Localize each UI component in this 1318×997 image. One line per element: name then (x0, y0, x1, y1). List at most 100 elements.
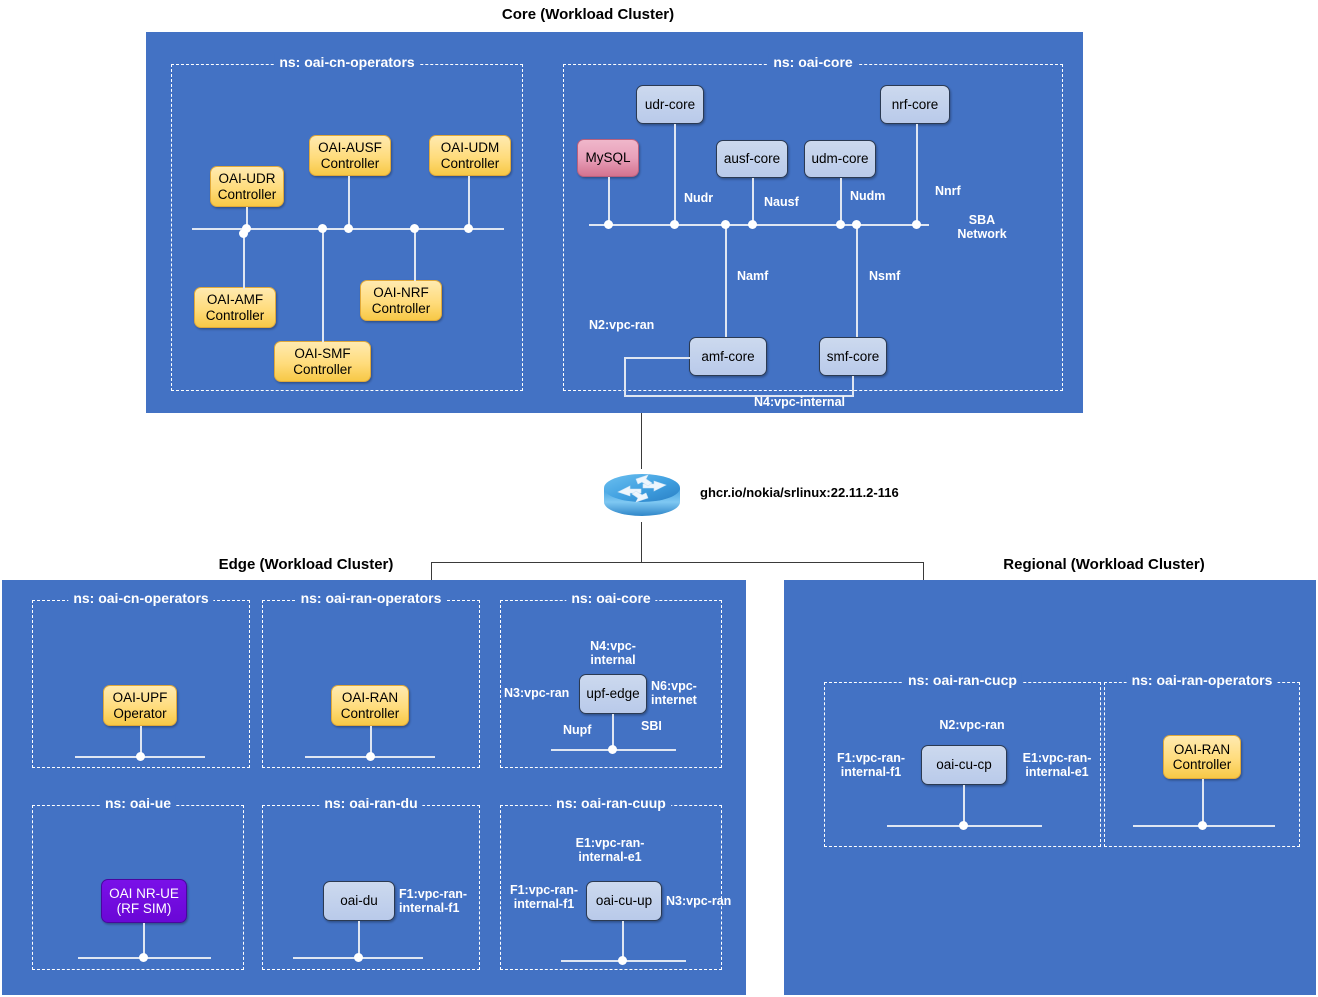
node-oai-amf-controller[interactable]: OAI-AMF Controller (194, 287, 276, 328)
edge-ns-oai-ran-du: ns: oai-ran-du oai-du F1:vpc-ran- intern… (262, 795, 480, 970)
node-label: OAI-RAN Controller (340, 690, 400, 721)
udm-controller-link (468, 176, 470, 229)
label-n6-vpc-internet-edge: N6:vpc- internet (651, 679, 697, 708)
node-label: udm-core (811, 151, 869, 167)
edge-ns-oai-ran-cuup: ns: oai-ran-cuup E1:vpc-ran- internal-e1… (500, 795, 731, 970)
node-oai-udr-controller[interactable]: OAI-UDR Controller (210, 166, 284, 207)
n4-smf-drop (852, 376, 854, 396)
nrf-controller-link (414, 230, 416, 281)
node-label: OAI-UDM Controller (440, 140, 500, 171)
bus-dot (366, 752, 375, 761)
bus-dot (670, 220, 679, 229)
node-upf-edge[interactable]: upf-edge (579, 674, 647, 714)
namf-link (725, 224, 727, 338)
bus-dot (608, 745, 617, 754)
node-oai-cu-up[interactable]: oai-cu-up (586, 881, 662, 921)
label-nsmf: Nsmf (869, 269, 901, 283)
upf-operator-link (140, 726, 142, 755)
node-oai-ausf-controller[interactable]: OAI-AUSF Controller (309, 135, 391, 176)
bus-dot (959, 821, 968, 830)
bus-dot (354, 953, 363, 962)
bus-dot (464, 224, 473, 233)
node-oai-cu-cp[interactable]: oai-cu-cp (921, 745, 1007, 785)
amf-controller-link (243, 231, 245, 289)
n2-horizontal (624, 357, 690, 359)
node-oai-ran-controller-regional[interactable]: OAI-RAN Controller (1163, 735, 1241, 779)
mysql-link (608, 177, 610, 225)
core-to-router-line (641, 413, 643, 469)
label-n4-vpc-internal-edge: N4:vpc- internal (590, 639, 636, 668)
core-cluster-title: Core (Workload Cluster) (501, 6, 675, 23)
label-n3-vpc-ran-cuup: N3:vpc-ran (666, 894, 732, 908)
router-to-edge-line (431, 562, 433, 581)
bus-dot (618, 956, 627, 965)
ns-label-oai-ue: ns: oai-ue (99, 795, 177, 811)
smf-controller-link (322, 229, 324, 342)
node-label: smf-core (826, 348, 880, 364)
bus-dot (239, 229, 248, 238)
bus-dot (912, 220, 921, 229)
ns-label-edge-core: ns: oai-core (566, 590, 656, 606)
ran-controller-link (370, 726, 372, 755)
bus-dot (836, 220, 845, 229)
label-nudm: Nudm (850, 189, 886, 203)
label-e1-vpc-ran-internal-e1-cuup: E1:vpc-ran- internal-e1 (575, 836, 645, 865)
node-ausf-core[interactable]: ausf-core (716, 140, 788, 178)
node-amf-core[interactable]: amf-core (689, 337, 767, 376)
nrf-core-link (916, 124, 918, 225)
node-oai-nr-ue[interactable]: OAI NR-UE (RF SIM) (101, 879, 187, 923)
node-udr-core[interactable]: udr-core (636, 85, 704, 124)
label-n2-vpc-ran-cucp: N2:vpc-ran (939, 718, 1005, 732)
node-label: ausf-core (723, 151, 781, 167)
node-label: OAI-AUSF Controller (318, 140, 382, 171)
node-oai-upf-operator[interactable]: OAI-UPF Operator (103, 685, 177, 726)
node-label: oai-du (340, 893, 378, 909)
node-label: OAI-SMF Controller (293, 346, 352, 377)
node-oai-udm-controller[interactable]: OAI-UDM Controller (429, 135, 511, 176)
sba-bus (589, 224, 929, 226)
udr-controller-link (246, 207, 248, 229)
bus-dot (604, 220, 613, 229)
regional-ns-oai-ran-operators: ns: oai-ran-operators OAI-RAN Controller (1104, 672, 1300, 847)
node-oai-du[interactable]: oai-du (323, 881, 395, 921)
node-label: udr-core (644, 96, 696, 112)
bus-dot (748, 220, 757, 229)
router-to-regional-line (923, 562, 925, 581)
oai-cu-cp-link (963, 785, 965, 824)
n2-vertical (624, 357, 626, 395)
edge-ns-oai-core: ns: oai-core N4:vpc- internal N3:vpc-ran… (500, 590, 722, 768)
bus-dot (1198, 821, 1207, 830)
node-nrf-core[interactable]: nrf-core (880, 85, 950, 124)
node-oai-smf-controller[interactable]: OAI-SMF Controller (274, 341, 371, 382)
label-n4-vpc-internal: N4:vpc-internal (754, 395, 845, 409)
node-udm-core[interactable]: udm-core (804, 140, 876, 178)
bus-dot (242, 224, 251, 233)
node-label: OAI-UDR Controller (217, 171, 277, 202)
node-label: oai-cu-cp (936, 757, 992, 773)
n4-horizontal (624, 395, 854, 397)
ausf-core-link (752, 178, 754, 225)
core-ns-oai-cn-operators: ns: oai-cn-operators OAI-UDR Controller … (171, 54, 523, 391)
label-namf: Namf (737, 269, 769, 283)
edge-cluster-panel: ns: oai-cn-operators OAI-UPF Operator ns… (2, 580, 746, 995)
edge-ns-oai-ran-operators: ns: oai-ran-operators OAI-RAN Controller (262, 590, 480, 768)
bus-dot (852, 220, 861, 229)
node-label: OAI-AMF Controller (205, 292, 265, 323)
node-label: nrf-core (891, 96, 939, 112)
regional-cluster-title: Regional (Workload Cluster) (1003, 556, 1205, 573)
node-mysql[interactable]: MySQL (577, 139, 639, 177)
bus-dot (136, 752, 145, 761)
router-down-line (641, 522, 643, 563)
node-label: OAI NR-UE (RF SIM) (109, 885, 179, 916)
ns-label-edge-cn-operators: ns: oai-cn-operators (68, 590, 214, 606)
bus-dot (344, 224, 353, 233)
ns-label-oai-cn-operators: ns: oai-cn-operators (274, 54, 420, 70)
node-oai-nrf-controller[interactable]: OAI-NRF Controller (360, 280, 442, 321)
nsmf-link (856, 224, 858, 338)
node-smf-core[interactable]: smf-core (819, 337, 887, 376)
node-label: OAI-RAN Controller (1172, 741, 1232, 772)
node-label: amf-core (701, 348, 755, 364)
label-sba-network: SBA Network (957, 213, 1007, 242)
node-oai-ran-controller[interactable]: OAI-RAN Controller (331, 685, 409, 726)
bus-dot (410, 224, 419, 233)
